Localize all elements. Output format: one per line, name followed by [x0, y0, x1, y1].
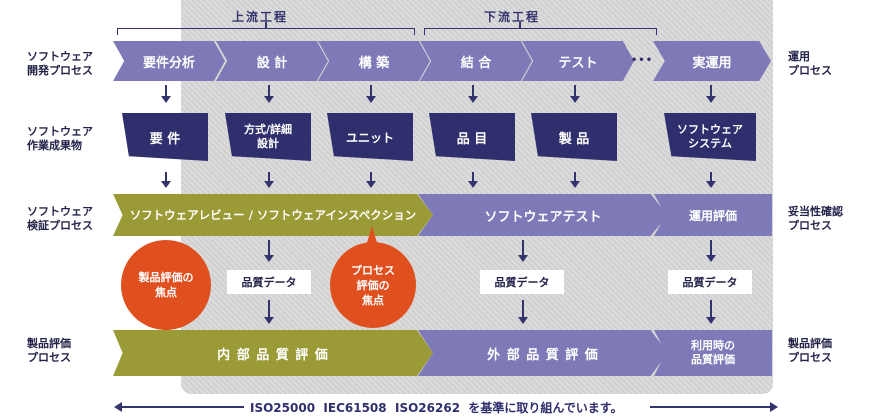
downstream-bracket — [424, 28, 657, 35]
arrow-down — [468, 172, 478, 188]
row-label-eval: 製品評価プロセス — [27, 337, 71, 364]
quality-data-inuse: 品質データ — [668, 270, 752, 294]
eval-internal: 内 部 品 質 評 価 — [113, 330, 433, 376]
row-label-ops: 運用プロセス — [788, 50, 832, 77]
arrow-down — [264, 85, 274, 103]
quality-data-internal: 品質データ — [227, 270, 311, 294]
arrow-down — [161, 85, 171, 103]
arrow-down — [468, 85, 478, 103]
upstream-label: 上流工程 — [232, 10, 289, 24]
arrow-down — [366, 85, 376, 103]
downstream-label: 下流工程 — [484, 10, 541, 24]
row-label-verify: ソフトウェア検証プロセス — [27, 205, 93, 232]
dev-step-design: 設 計 — [216, 41, 328, 81]
quality-data-external: 品質データ — [480, 270, 564, 294]
arrow-down — [706, 172, 716, 188]
upstream-bracket — [117, 28, 415, 35]
arrow-down — [706, 240, 716, 262]
eval-external: 外 部 品 質 評 価 — [418, 330, 668, 376]
row-label-eval-right: 製品評価プロセス — [788, 337, 832, 364]
work-product-product: 製 品 — [531, 113, 617, 161]
arrow-down — [706, 85, 716, 103]
footer-arrowhead-left — [114, 402, 122, 412]
verify-test: ソフトウェアテスト — [418, 194, 668, 236]
dev-step-operation: 実運用 — [653, 41, 771, 81]
row-label-work: ソフトウェア作業成果物 — [27, 125, 93, 152]
arrow-down — [570, 85, 580, 103]
arrow-down — [366, 172, 376, 188]
arrow-down — [264, 172, 274, 188]
bubble-product-focus: 製品評価の焦点 — [121, 240, 211, 330]
eval-inuse: 利用時の品質評価 — [654, 330, 772, 376]
arrow-down — [518, 240, 528, 262]
footer-text: ISO25000 IEC61508 ISO26262 を基準に取り組んでいます。 — [250, 401, 623, 415]
dev-step-requirements: 要件分析 — [113, 41, 225, 81]
bubble-process-tail — [366, 226, 378, 246]
work-product-item: 品 目 — [429, 113, 515, 161]
footer-line-left — [118, 406, 244, 408]
row-label-dev: ソフトウェア開発プロセス — [27, 50, 93, 77]
dev-step-integration: 結 合 — [420, 41, 532, 81]
footer-line-right — [650, 406, 772, 408]
dev-step-test: テスト — [522, 41, 634, 81]
arrow-down — [264, 300, 274, 324]
work-product-unit: ユニット — [327, 113, 413, 161]
work-product-system: ソフトウェアシステム — [664, 113, 756, 161]
arrow-down — [264, 240, 274, 262]
verify-review: ソフトウェアレビュー / ソフトウェアインスペクション — [113, 194, 433, 236]
footer-arrowhead-right — [770, 402, 778, 412]
arrow-down — [706, 300, 716, 324]
work-product-design: 方式/詳細設計 — [225, 113, 311, 161]
arrow-down — [161, 172, 171, 188]
verify-ops: 運用評価 — [654, 194, 772, 236]
arrow-down — [570, 172, 580, 188]
bubble-process-focus: プロセス評価の焦点 — [330, 242, 416, 328]
work-product-requirements: 要 件 — [122, 113, 208, 161]
dev-ellipsis: ••• — [630, 54, 654, 66]
arrow-down — [518, 300, 528, 324]
dev-step-build: 構 築 — [318, 41, 430, 81]
row-label-validity: 妥当性確認プロセス — [788, 205, 843, 232]
